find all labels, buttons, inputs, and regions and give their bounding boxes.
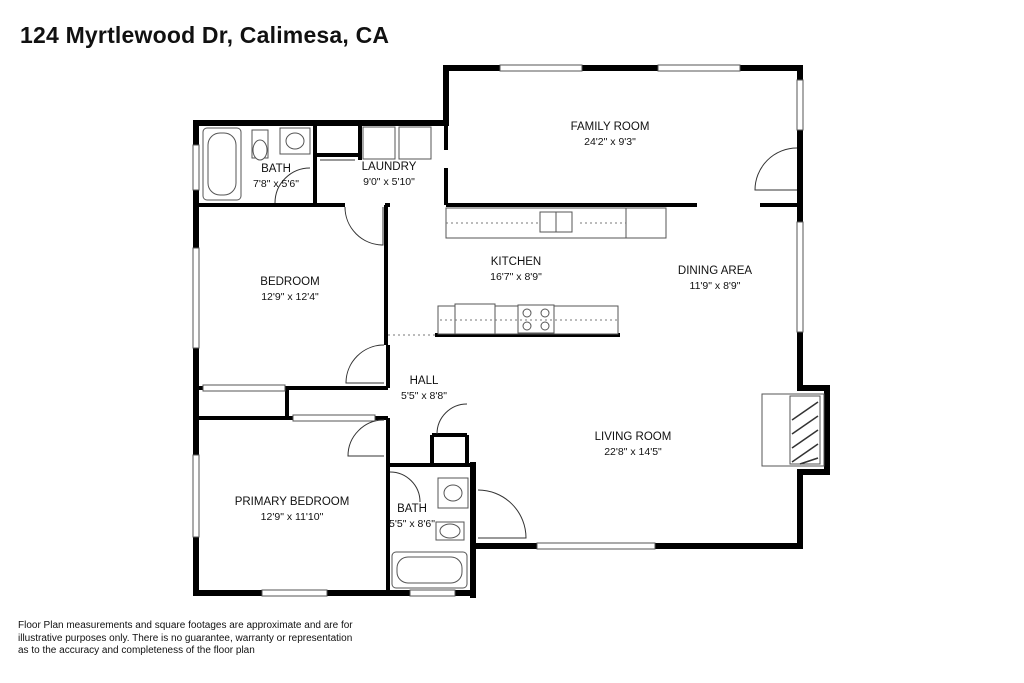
fixtures [202,126,825,589]
plan-title: 124 Myrtlewood Dr, Calimesa, CA [20,22,390,48]
label-kitchen: KITCHEN [491,256,541,268]
dims-dining-area: 11'9" x 8'9" [690,280,741,292]
label-hall: HALL [410,375,439,387]
doors [274,147,798,539]
windows [192,64,804,597]
label-dining-area: DINING AREA [678,265,752,277]
label-family-room: FAMILY ROOM [571,121,650,133]
fireplace-hatch [791,401,819,465]
label-bath-upper: BATH [261,163,291,175]
disclaimer: Floor Plan measurements and square foota… [18,620,358,658]
dims-laundry: 9'0" x 5'10" [363,176,415,188]
dims-primary-bedroom: 12'9" x 11'10" [261,511,324,523]
label-laundry: LAUNDRY [362,161,417,173]
dims-bath-lower: 5'5" x 8'6" [389,518,435,530]
disclaimer-line-3: as to the accuracy and completeness of t… [18,645,255,656]
dims-bedroom: 12'9" x 12'4" [261,291,319,303]
label-living-room: LIVING ROOM [595,431,672,443]
dims-living-room: 22'8" x 14'5" [604,446,662,458]
label-bedroom: BEDROOM [260,276,319,288]
dims-hall: 5'5" x 8'8" [401,390,447,402]
dims-family-room: 24'2" x 9'3" [584,136,636,148]
dims-kitchen: 16'7" x 8'9" [490,271,542,283]
disclaimer-line-1: Floor Plan measurements and square foota… [18,620,353,631]
dims-bath-upper: 7'8" x 5'6" [253,178,299,190]
room-labels: FAMILY ROOM 24'2" x 9'3" LAUNDRY 9'0" x … [235,121,753,530]
disclaimer-line-2: illustrative purposes only. There is no … [18,632,353,644]
cabinet-lines [388,222,626,336]
label-bath-lower: BATH [397,503,427,515]
label-primary-bedroom: PRIMARY BEDROOM [235,496,350,508]
